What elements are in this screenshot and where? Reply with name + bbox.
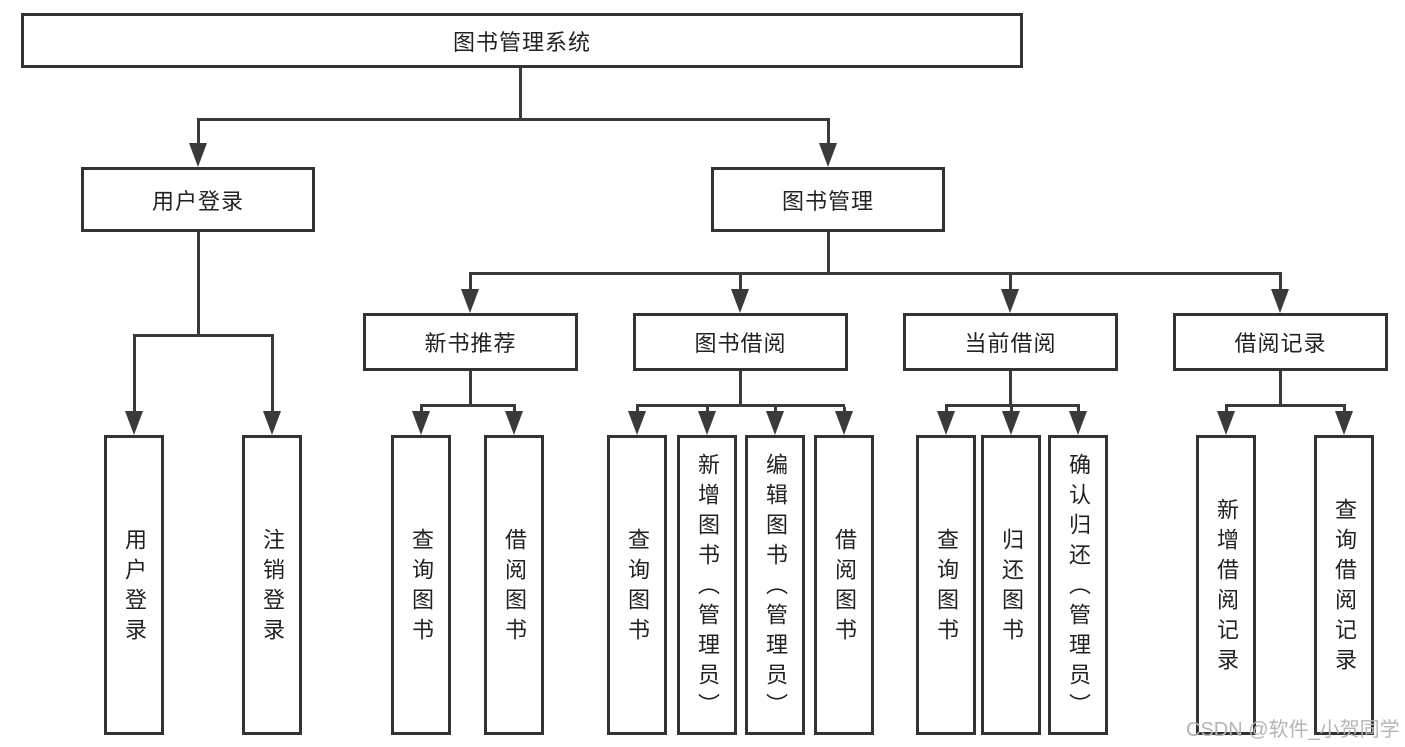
- connector-stem: [469, 275, 472, 291]
- arrowhead-down-icon: [263, 411, 281, 435]
- connector-stem: [133, 337, 136, 413]
- node-current-borrow: 当前借阅: [903, 313, 1118, 371]
- connector-records-trunk: [1279, 370, 1282, 404]
- connector-bookmgmt-trunk: [827, 232, 830, 275]
- arrowhead-down-icon: [1217, 411, 1235, 435]
- arrowhead-down-icon: [731, 289, 749, 313]
- connector-newbook-trunk: [469, 370, 472, 404]
- connector-stem: [420, 407, 423, 413]
- leaf-query-borrow-record: 查询借阅记录: [1314, 435, 1374, 735]
- leaf-query-books-borrow: 查询图书: [607, 435, 667, 735]
- arrowhead-down-icon: [125, 411, 143, 435]
- connector-userlogin-horizontal: [133, 334, 274, 337]
- connector-stem: [706, 407, 709, 413]
- leaf-edit-books-admin: 编辑图书（管理员）: [745, 435, 805, 735]
- arrowhead-down-icon: [766, 411, 784, 435]
- connector-currentborrow-trunk: [1009, 370, 1012, 404]
- arrowhead-down-icon: [412, 411, 430, 435]
- arrowhead-down-icon: [1002, 411, 1020, 435]
- arrowhead-down-icon: [1069, 411, 1087, 435]
- node-book-borrow: 图书借阅: [633, 313, 848, 371]
- connector-stem: [1009, 275, 1012, 291]
- node-new-book-recommend: 新书推荐: [363, 313, 578, 371]
- arrowhead-down-icon: [189, 143, 207, 167]
- arrowhead-down-icon: [835, 411, 853, 435]
- node-borrow-records: 借阅记录: [1173, 313, 1388, 371]
- arrowhead-down-icon: [698, 411, 716, 435]
- leaf-return-books: 归还图书: [981, 435, 1041, 735]
- connector-stem: [1077, 407, 1080, 413]
- leaf-query-books-recommend: 查询图书: [391, 435, 451, 735]
- connector-stem: [1343, 407, 1346, 413]
- arrowhead-down-icon: [628, 411, 646, 435]
- leaf-add-borrow-record: 新增借阅记录: [1196, 435, 1256, 735]
- connector-stem: [843, 407, 846, 413]
- arrowhead-down-icon: [1001, 289, 1019, 313]
- connector-stem: [774, 407, 777, 413]
- node-book-management: 图书管理: [711, 167, 945, 232]
- leaf-query-books-current: 查询图书: [916, 435, 976, 735]
- arrowhead-down-icon: [819, 143, 837, 167]
- arrowhead-down-icon: [937, 411, 955, 435]
- connector-stem: [636, 407, 639, 413]
- connector-stem: [1279, 275, 1282, 291]
- connector-stem: [1010, 407, 1013, 413]
- connector-records-horizontal: [1225, 404, 1346, 407]
- leaf-add-books-admin: 新增图书（管理员）: [677, 435, 737, 735]
- arrowhead-down-icon: [505, 411, 523, 435]
- connector-newbook-horizontal: [420, 404, 516, 407]
- connector-stem: [945, 407, 948, 413]
- leaf-user-login: 用户登录: [104, 435, 164, 735]
- leaf-confirm-return-admin: 确认归还（管理员）: [1048, 435, 1108, 735]
- connector-currentborrow-horizontal: [945, 404, 1080, 407]
- arrowhead-down-icon: [1335, 411, 1353, 435]
- connector-stem: [1225, 407, 1228, 413]
- connector-bookborrow-trunk: [739, 370, 742, 404]
- connector-stem: [739, 275, 742, 291]
- arrowhead-down-icon: [1271, 289, 1289, 313]
- csdn-watermark: CSDN @软件_小贺同学: [1186, 719, 1400, 741]
- connector-stem: [271, 337, 274, 413]
- connector-stem: [197, 121, 200, 145]
- connector-stem: [827, 121, 830, 145]
- connector-stem: [513, 407, 516, 413]
- connector-bookborrow-horizontal: [636, 404, 845, 407]
- leaf-logout: 注销登录: [242, 435, 302, 735]
- connector-userlogin-trunk: [197, 232, 200, 337]
- connector-level2-horizontal: [197, 118, 830, 121]
- connector-level3-horizontal: [469, 272, 1282, 275]
- node-user-login: 用户登录: [81, 167, 315, 232]
- arrowhead-down-icon: [461, 289, 479, 313]
- leaf-borrow-books: 借阅图书: [814, 435, 874, 735]
- node-library-management-system: 图书管理系统: [21, 13, 1023, 68]
- connector-root-trunk: [519, 68, 522, 121]
- leaf-borrow-books-recommend: 借阅图书: [484, 435, 544, 735]
